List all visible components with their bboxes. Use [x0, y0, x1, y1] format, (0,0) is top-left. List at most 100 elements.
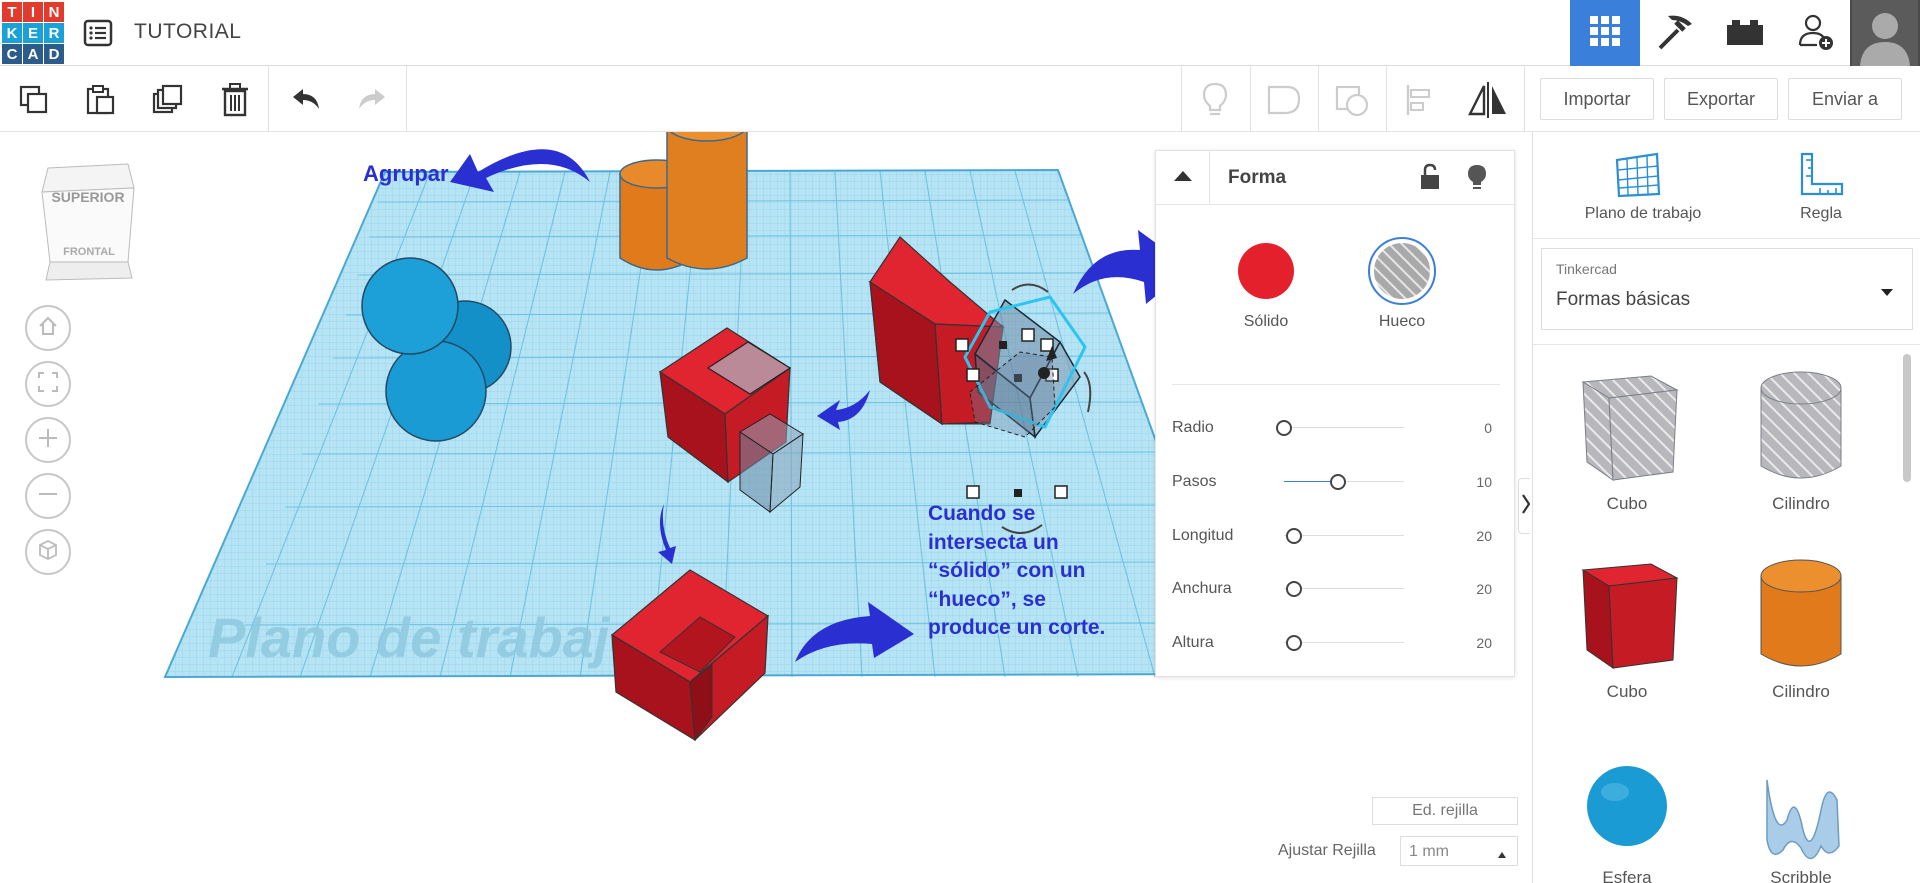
mirror-icon[interactable] — [1466, 78, 1510, 122]
logo-letter: C — [2, 44, 22, 64]
hole-label: Hueco — [1378, 313, 1426, 330]
workplane-label: Plano de trabajo — [208, 606, 644, 669]
snap-grid-select[interactable]: 1 mm — [1400, 836, 1518, 866]
top-bar: T I N K E R C A D TUTORIAL — [0, 0, 1920, 66]
solid-label: Sólido — [1243, 313, 1289, 330]
param-value[interactable]: 20 — [1476, 635, 1492, 651]
paste-icon[interactable] — [78, 78, 122, 122]
tinkercad-logo[interactable]: T I N K E R C A D — [2, 2, 66, 64]
home-icon — [37, 315, 59, 342]
down-arrow-icon — [658, 504, 676, 564]
param-slider-knob[interactable] — [1330, 474, 1346, 490]
param-slider-knob[interactable] — [1285, 635, 1302, 651]
minecraft-button[interactable] — [1640, 0, 1710, 66]
chevron-right-icon — [1521, 492, 1531, 521]
workplane-tool-button[interactable]: Plano de trabajo — [1583, 150, 1701, 230]
param-label: Longitud — [1172, 527, 1234, 544]
cut-result-shape[interactable] — [610, 569, 770, 742]
library-scrollbar[interactable] — [1903, 354, 1911, 482]
logo-letter: T — [2, 2, 22, 22]
export-button[interactable]: Exportar — [1664, 78, 1778, 120]
unlock-icon[interactable] — [1418, 163, 1442, 196]
workplane-icon — [1613, 152, 1663, 202]
shape-label: Esfera — [1602, 868, 1652, 883]
fit-view-icon — [37, 371, 59, 398]
perspective-button[interactable] — [25, 529, 71, 575]
scribble-icon — [1766, 779, 1840, 860]
cylinder-icon — [1760, 559, 1842, 667]
param-slider-track[interactable] — [1284, 588, 1404, 589]
param-value[interactable]: 20 — [1476, 528, 1492, 544]
zoom-out-button[interactable] — [25, 473, 71, 519]
send-to-button[interactable]: Enviar a — [1788, 78, 1902, 120]
param-slider-knob[interactable] — [1285, 581, 1302, 597]
solid-color-swatch[interactable] — [1238, 243, 1294, 299]
param-value[interactable]: 10 — [1476, 474, 1492, 490]
shape-tile[interactable] — [1731, 750, 1871, 870]
shape-label: Scribble — [1770, 868, 1832, 883]
import-button[interactable]: Importar — [1540, 78, 1654, 120]
logo-letter: D — [44, 44, 64, 64]
logo-letter: I — [23, 2, 43, 22]
ruler-tool-label: Regla — [1800, 205, 1842, 222]
param-slider-track[interactable] — [1284, 642, 1404, 643]
add-user-button[interactable] — [1780, 0, 1850, 66]
grouped-spheres[interactable] — [361, 257, 512, 442]
lightbulb-icon[interactable] — [1466, 163, 1488, 196]
selected-hole-box[interactable] — [955, 283, 1092, 534]
cut-annotation-line: intersecta un — [928, 530, 1059, 554]
hole-button[interactable] — [1368, 237, 1436, 305]
grouped-cylinders[interactable] — [619, 132, 748, 271]
cut-annotation-line: Cuando se — [928, 502, 1036, 525]
cut-annotation-line: produce un corte. — [928, 616, 1106, 639]
collapse-panel-button[interactable] — [1156, 151, 1210, 205]
zoom-in-button[interactable] — [25, 417, 71, 463]
ruler-icon — [1796, 152, 1846, 202]
shape-tile[interactable] — [1557, 750, 1697, 870]
shape-library-select[interactable]: Tinkercad Formas básicas — [1541, 248, 1913, 330]
panel-toggle-button[interactable] — [1518, 478, 1530, 534]
box-icon — [1581, 563, 1679, 669]
undo-icon[interactable] — [284, 78, 328, 122]
shape-tile[interactable] — [1557, 368, 1697, 488]
ruler-tool-button[interactable]: Regla — [1771, 150, 1871, 230]
red-block-with-hole[interactable] — [658, 327, 804, 514]
design-list-icon[interactable] — [82, 17, 114, 49]
param-slider-track[interactable] — [1284, 427, 1404, 428]
shape-tile[interactable] — [1557, 556, 1697, 676]
param-row-longitud: Longitud 20 — [1172, 522, 1502, 550]
minus-icon — [37, 483, 59, 510]
avatar[interactable] — [1850, 0, 1920, 66]
library-name: Formas básicas — [1556, 289, 1691, 310]
edit-grid-button[interactable]: Ed. rejilla — [1372, 797, 1518, 825]
shape-label: Cilindro — [1772, 682, 1830, 701]
param-slider-knob[interactable] — [1285, 528, 1302, 544]
logo-letter: N — [44, 2, 64, 22]
view-cube[interactable]: SUPERIOR FRONTAL — [41, 163, 135, 281]
param-value[interactable]: 0 — [1484, 420, 1492, 436]
copy-icon[interactable] — [12, 78, 56, 122]
shape-tile[interactable] — [1731, 556, 1871, 676]
edit-toolbar: Importar Exportar Enviar a — [0, 66, 1920, 132]
param-slider-track[interactable] — [1284, 535, 1404, 536]
logo-letter: E — [23, 23, 43, 43]
design-title[interactable]: TUTORIAL — [134, 20, 242, 43]
home-view-button[interactable] — [25, 305, 71, 351]
shape-label: Cubo — [1606, 682, 1648, 701]
bricks-button[interactable] — [1710, 0, 1780, 66]
3d-workspace[interactable]: Plano de trabajo SUPERIOR FRONTAL — [0, 132, 1530, 883]
caret-up-icon — [1497, 846, 1507, 864]
shape-tile[interactable] — [1731, 368, 1871, 488]
param-value[interactable]: 20 — [1476, 581, 1492, 597]
shape-panel-title: Forma — [1228, 167, 1287, 188]
cut-arrow-icon — [795, 602, 914, 662]
grid-view-button[interactable] — [1570, 0, 1640, 66]
duplicate-icon[interactable] — [146, 78, 190, 122]
param-slider-knob[interactable] — [1276, 420, 1292, 436]
lightbulb-icon — [1193, 78, 1237, 122]
delete-icon[interactable] — [213, 78, 257, 122]
fit-view-button[interactable] — [25, 361, 71, 407]
